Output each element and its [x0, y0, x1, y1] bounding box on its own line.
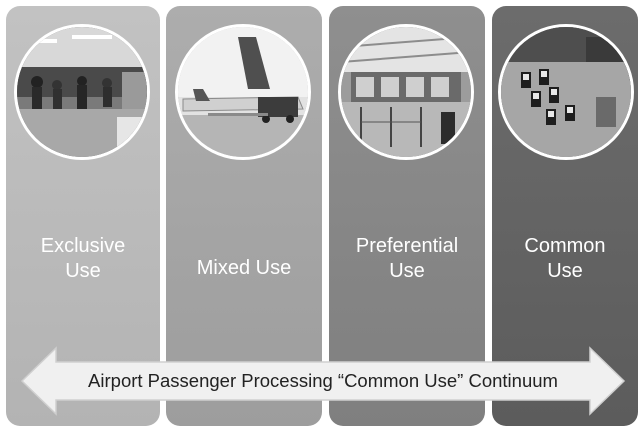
continuum-caption: Airport Passenger Processing “Common Use… [88, 370, 558, 391]
panel-mixed-use: Mixed Use [166, 6, 322, 426]
panel-label: Common Use [524, 235, 606, 282]
self-service-kiosks-photo [498, 24, 634, 160]
continuum-arrow: Airport Passenger Processing “Common Use… [20, 346, 626, 416]
panel-common-use: Common Use [492, 6, 638, 426]
panel-label: Exclusive Use [40, 235, 126, 282]
check-in-hall-photo [338, 24, 474, 160]
terminal-concourse-photo [14, 24, 150, 160]
aircraft-on-apron-photo [175, 24, 311, 160]
double-arrow-icon [20, 346, 626, 416]
panel-label: Preferential Use [355, 235, 459, 282]
panel-exclusive-use: Exclusive Use [6, 6, 160, 426]
panel-preferential-use: Preferential Use [329, 6, 485, 426]
panel-label: Mixed Use [196, 257, 292, 279]
